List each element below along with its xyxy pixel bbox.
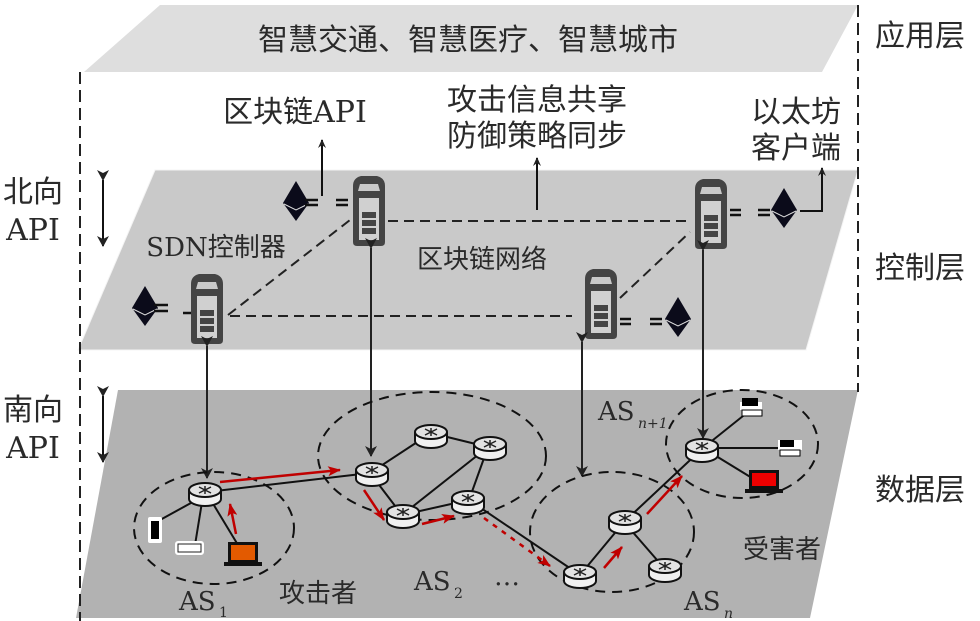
blockchain-api-label: 区块链API bbox=[223, 95, 367, 130]
router-icon bbox=[473, 436, 507, 461]
eth-connector bbox=[620, 317, 662, 326]
north-api-label-line1: 北向 bbox=[3, 175, 63, 210]
south-api-label-line1: 南向 bbox=[3, 393, 63, 428]
control-layer-label: 控制层 bbox=[875, 251, 965, 286]
data-layer-label: 数据层 bbox=[875, 473, 965, 508]
eth-connector bbox=[730, 208, 770, 217]
application-layer-label: 应用层 bbox=[875, 19, 965, 54]
asn-domain bbox=[529, 471, 695, 593]
router-icon bbox=[563, 564, 597, 589]
svg-text:AS: AS bbox=[413, 567, 451, 597]
sharing-label-line2: 防御策略同步 bbox=[447, 119, 627, 154]
sdn-controller-label: SDN控制器 bbox=[146, 233, 285, 263]
asn-label: AS n bbox=[683, 587, 733, 621]
svg-text:n: n bbox=[724, 606, 733, 621]
ellipsis-label: … bbox=[494, 562, 520, 592]
asn1-domain bbox=[665, 389, 819, 499]
as1-domain bbox=[133, 471, 295, 585]
sdn-controller-server-icon bbox=[585, 269, 617, 339]
north-api-label-line2: API bbox=[5, 213, 60, 248]
sdn-controller-server-icon bbox=[353, 176, 385, 246]
svg-text:n+1: n+1 bbox=[638, 416, 668, 432]
svg-text:2: 2 bbox=[454, 586, 463, 602]
as2-domain bbox=[317, 391, 547, 521]
router-icon bbox=[648, 558, 682, 583]
sdn-controller-server-icon bbox=[191, 274, 223, 344]
router-icon bbox=[386, 504, 420, 529]
sharing-label-line1: 攻击信息共享 bbox=[447, 83, 627, 118]
blockchain-network-label: 区块链网络 bbox=[417, 245, 547, 275]
eth-connector bbox=[305, 198, 348, 207]
victim-laptop-icon bbox=[745, 470, 783, 493]
router-icon bbox=[451, 490, 485, 515]
asn1-label: AS n+1 bbox=[597, 397, 668, 432]
sdn-controller-server-icon bbox=[695, 179, 727, 249]
switch-device-icon bbox=[175, 541, 204, 555]
victim-label: 受害者 bbox=[743, 535, 821, 565]
application-plane bbox=[84, 5, 858, 72]
svg-text:AS: AS bbox=[683, 587, 721, 617]
as1-label: AS 1 bbox=[178, 587, 228, 621]
attacker-label: 攻击者 bbox=[279, 579, 357, 609]
svg-text:AS: AS bbox=[178, 587, 216, 617]
eth-connector bbox=[154, 303, 191, 315]
control-plane bbox=[77, 169, 859, 351]
router-icon bbox=[414, 424, 448, 449]
router-icon bbox=[608, 510, 642, 535]
as2-label: AS 2 bbox=[413, 567, 463, 602]
router-icon bbox=[355, 462, 389, 487]
fax-icon bbox=[778, 440, 802, 457]
eth-client-arrow bbox=[800, 167, 826, 212]
south-api-label-line2: API bbox=[5, 431, 60, 466]
blockchain-network-links bbox=[227, 219, 691, 317]
router-icon bbox=[188, 482, 222, 507]
printer-icon bbox=[740, 398, 763, 417]
application-list: 智慧交通、智慧医疗、智慧城市 bbox=[258, 23, 678, 58]
router-icon bbox=[685, 438, 719, 463]
attacker-laptop-icon bbox=[224, 542, 262, 566]
eth-client-label-line2: 客户端 bbox=[751, 131, 841, 166]
attack-path bbox=[219, 466, 683, 569]
svg-text:1: 1 bbox=[219, 605, 228, 621]
svg-text:AS: AS bbox=[597, 397, 635, 427]
eth-client-label-line1: 以太坊 bbox=[751, 95, 841, 130]
phone-icon bbox=[148, 517, 162, 543]
